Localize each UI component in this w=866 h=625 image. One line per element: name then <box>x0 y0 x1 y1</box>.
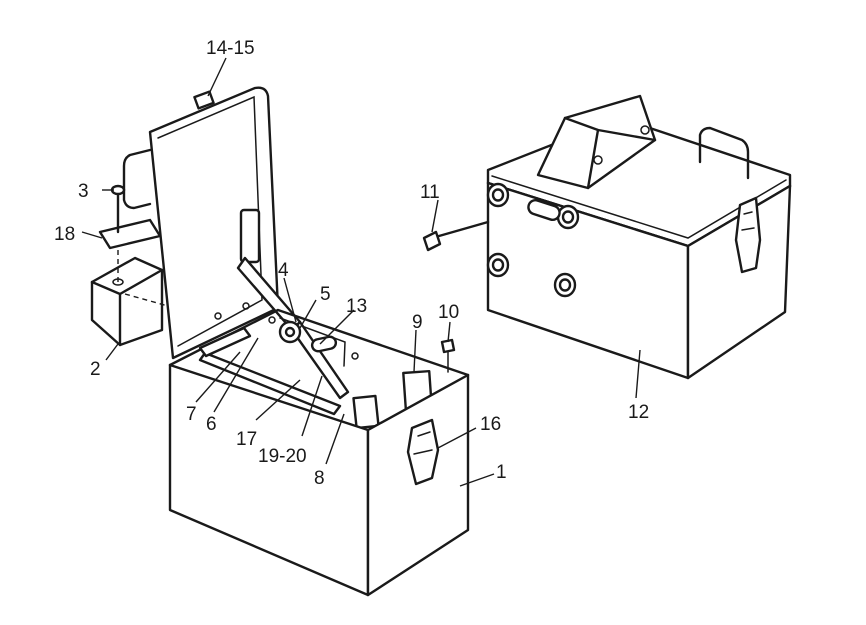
callout-18: 18 <box>54 224 75 245</box>
callout-14-15: 14-15 <box>206 38 255 59</box>
callout-4: 4 <box>278 260 289 281</box>
callout-5: 5 <box>320 284 331 305</box>
open-box-assembly <box>148 86 470 597</box>
callout-17: 17 <box>236 429 257 450</box>
callout-12: 12 <box>628 402 649 423</box>
leader-lines <box>81 57 641 487</box>
callout-7: 7 <box>186 404 197 425</box>
callout-16: 16 <box>480 414 501 435</box>
callout-3: 3 <box>78 181 89 202</box>
callout-1: 1 <box>496 462 507 483</box>
screw-part-11 <box>422 220 490 252</box>
small-box-assembly <box>90 148 169 347</box>
callout-11: 11 <box>420 182 440 203</box>
callout-19-20: 19-20 <box>258 446 307 467</box>
closed-box-assembly <box>486 94 792 380</box>
callout-10: 10 <box>438 302 459 323</box>
callout-8: 8 <box>314 468 325 489</box>
callout-9: 9 <box>412 312 423 333</box>
callout-labels: 14-15 3 18 11 4 5 13 9 10 2 7 6 17 19-20… <box>54 38 649 489</box>
callout-6: 6 <box>206 414 217 435</box>
callout-13: 13 <box>346 296 367 317</box>
callout-2: 2 <box>90 359 101 380</box>
